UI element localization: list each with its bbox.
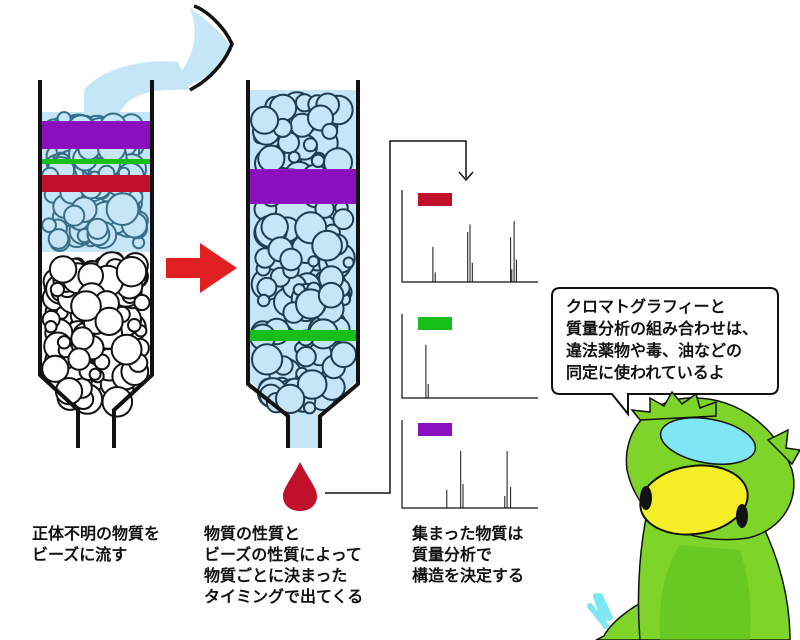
column-1-purple-band	[42, 121, 150, 149]
column-2-green-band	[250, 330, 356, 341]
bead	[88, 367, 102, 381]
bead	[302, 137, 318, 153]
bead	[110, 333, 143, 366]
bead	[41, 217, 57, 233]
caption-step-3: 集まった物質は 質量分析で 構造を決定する	[412, 523, 524, 586]
caption-step-1: 正体不明の物質を ビーズに流す	[32, 523, 160, 565]
bead	[307, 255, 320, 268]
bead	[101, 386, 134, 418]
bead	[275, 383, 306, 414]
bead	[251, 343, 284, 376]
bead	[41, 354, 70, 383]
bead	[86, 217, 109, 240]
caption-step-2-line-3: 物質ごとに決まった	[204, 566, 348, 585]
caption-step-2-line-4: タイミングで出てくる	[204, 587, 364, 606]
spectrum-axis	[401, 314, 538, 399]
bead	[295, 346, 317, 368]
mascot-icon	[587, 390, 800, 640]
bead	[321, 122, 339, 140]
bead	[63, 204, 86, 227]
column-1-beads-dry	[41, 251, 151, 418]
caption-step-1-line-2: ビーズに流す	[32, 545, 128, 564]
bead	[56, 335, 72, 350]
bead	[311, 229, 343, 262]
spectrum-purple	[401, 420, 538, 509]
pouring-tube	[189, 4, 234, 92]
speech-line-2: 質量分析の組み合わせは、	[566, 319, 759, 338]
bead	[70, 326, 95, 351]
caption-step-2: 物質の性質と ビーズの性質によって 物質ごとに決まった タイミングで出てくる	[204, 523, 363, 607]
bead	[256, 293, 271, 308]
bead	[332, 208, 355, 231]
bead	[115, 256, 148, 288]
column-1-red-band	[42, 175, 150, 192]
speech-line-1: クロマトグラフィーと	[566, 297, 726, 316]
arrowhead-icon	[458, 171, 474, 182]
spectrum-color-chip	[418, 193, 452, 206]
head-plate	[659, 417, 757, 465]
bead	[67, 347, 91, 371]
caption-step-3-line-1: 集まった物質は	[412, 524, 524, 543]
bead	[250, 105, 280, 135]
bead	[127, 318, 142, 333]
spectrum-color-chip	[418, 423, 452, 436]
bead	[48, 255, 78, 284]
bead	[47, 228, 70, 250]
water-stream	[84, 4, 234, 112]
caption-step-1-line-1: 正体不明の物質を	[32, 524, 161, 543]
caption-step-3-line-2: 質量分析で	[412, 545, 493, 564]
drop-icon	[283, 462, 317, 511]
spectrum-axis	[401, 420, 538, 509]
spectrum-color-chip	[418, 317, 452, 330]
speech-bubble	[551, 287, 779, 417]
bead	[310, 153, 326, 169]
spectrum-green	[401, 314, 538, 399]
column-1	[38, 4, 234, 448]
bead	[49, 281, 66, 298]
right-arrow-icon	[166, 243, 237, 293]
spectrum-axis	[401, 190, 538, 283]
column-2	[246, 80, 360, 511]
speech-text: クロマトグラフィーと 質量分析の組み合わせは、 違法薬物や毒、油などの 同定に使…	[566, 296, 758, 384]
bead	[257, 144, 286, 173]
speech-line-3: 違法薬物や毒、油などの	[566, 341, 743, 360]
bead	[256, 276, 278, 298]
bead	[44, 320, 58, 334]
mass-spectra	[401, 190, 538, 509]
column-2-purple-band	[250, 169, 356, 204]
bead	[70, 290, 102, 322]
spectrum-red	[401, 190, 538, 283]
right-eye	[736, 504, 748, 528]
pipe-arrow-icon	[325, 140, 467, 494]
bead	[317, 281, 345, 309]
beak	[639, 464, 749, 536]
caption-step-3-line-3: 構造を決定する	[412, 566, 525, 585]
bead	[303, 401, 317, 415]
column-2-walls	[246, 80, 360, 448]
column-1-green-band	[42, 159, 150, 164]
bead	[133, 293, 151, 312]
left-eye	[640, 486, 652, 510]
column-1-walls	[38, 80, 154, 448]
bead	[105, 192, 140, 227]
caption-step-2-line-2: ビーズの性質によって	[204, 545, 362, 564]
bead	[296, 369, 328, 400]
bead	[342, 256, 355, 269]
speech-line-4: 同定に使われているよ	[566, 363, 725, 382]
caption-step-2-line-1: 物質の性質と	[204, 524, 301, 543]
bead	[260, 212, 289, 242]
bead	[330, 341, 358, 369]
bead	[279, 247, 303, 272]
bead	[287, 150, 301, 164]
bead	[94, 306, 124, 336]
